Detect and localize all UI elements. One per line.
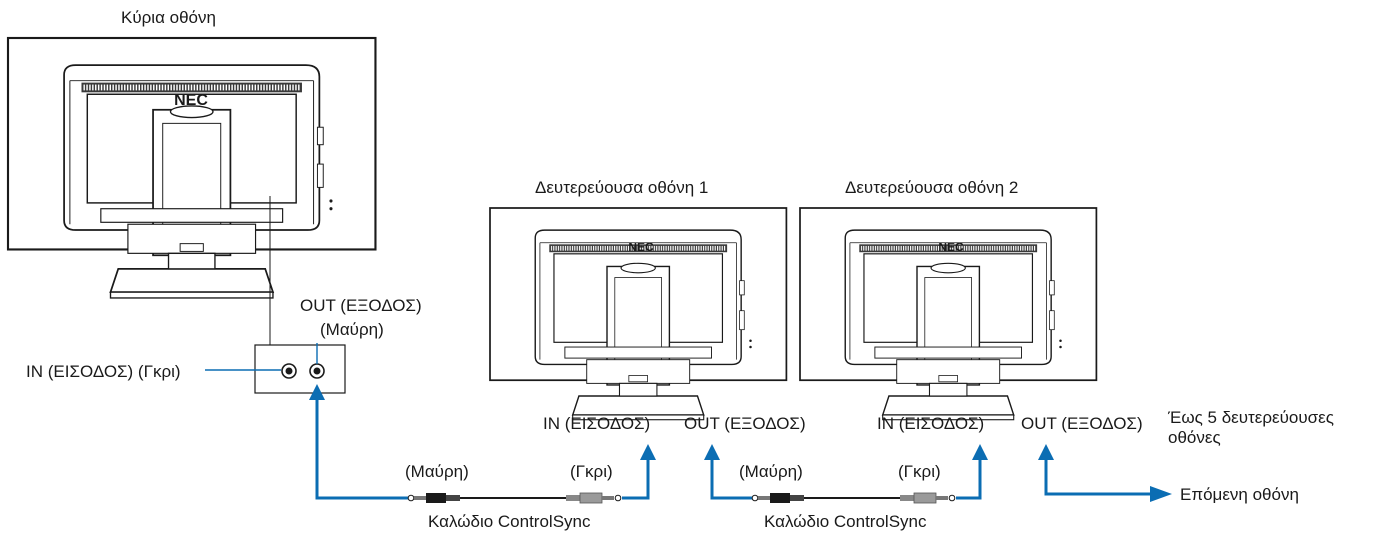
main-out-label: OUT (ΕΞΟΔΟΣ) xyxy=(300,296,422,315)
main-in-label: IN (ΕΙΣΟΔΟΣ) (Γκρι) xyxy=(26,362,181,381)
connection-line-3 xyxy=(1044,460,1150,496)
secondary-1-in-label: IN (ΕΙΣΟΔΟΣ) xyxy=(543,414,651,433)
controlsync-cable-1 xyxy=(407,492,622,504)
connection-line-2 xyxy=(710,460,982,500)
arrow-up-icon xyxy=(972,444,988,460)
brand-logo: NEC xyxy=(628,240,654,254)
main-out-color-label: (Μαύρη) xyxy=(320,320,384,339)
brand-logo: NEC xyxy=(174,92,208,109)
arrow-up-icon xyxy=(309,384,325,400)
cable-2-name-label: Καλώδιο ControlSync xyxy=(764,512,927,531)
brand-logo: NEC xyxy=(938,240,964,254)
next-monitor-label: Επόμενη οθόνη xyxy=(1180,485,1299,504)
cable-1-gray-label: (Γκρι) xyxy=(570,462,613,481)
arrow-right-icon xyxy=(1150,486,1172,502)
connector-box xyxy=(254,196,346,394)
secondary-1-out-label: OUT (ΕΞΟΔΟΣ) xyxy=(684,414,806,433)
up-to-5-label: Έως 5 δευτερεύουσες οθόνες xyxy=(1168,408,1334,447)
arrow-up-icon xyxy=(704,444,720,460)
secondary-monitor-1-label: Δευτερεύουσα οθόνη 1 xyxy=(535,178,709,197)
main-monitor-illustration xyxy=(6,36,377,300)
secondary-2-in-label: IN (ΕΙΣΟΔΟΣ) xyxy=(877,414,985,433)
connection-line-1 xyxy=(315,400,650,500)
secondary-monitor-2-label: Δευτερεύουσα οθόνη 2 xyxy=(845,178,1019,197)
cable-1-name-label: Καλώδιο ControlSync xyxy=(428,512,591,531)
cable-2-gray-label: (Γκρι) xyxy=(898,462,941,481)
controlsync-cable-2 xyxy=(751,492,956,504)
arrow-up-icon xyxy=(640,444,656,460)
main-monitor-label: Κύρια οθόνη xyxy=(121,8,216,27)
cable-1-black-label: (Μαύρη) xyxy=(405,462,469,481)
arrow-up-icon xyxy=(1038,444,1054,460)
cable-2-black-label: (Μαύρη) xyxy=(739,462,803,481)
secondary-2-out-label: OUT (ΕΞΟΔΟΣ) xyxy=(1021,414,1143,433)
